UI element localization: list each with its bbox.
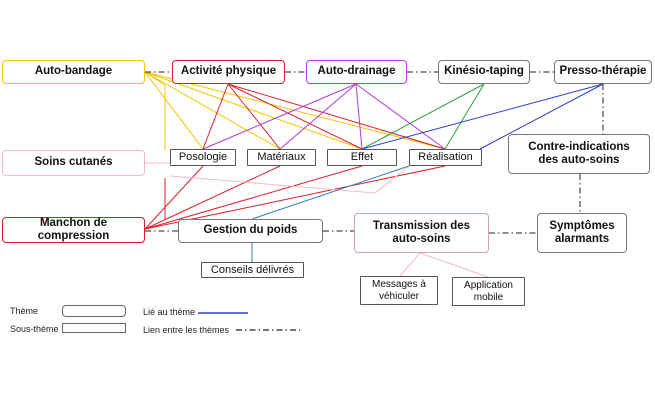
- legend-theme-label: Thème: [10, 306, 39, 316]
- theme-label: Auto-drainage: [317, 65, 396, 78]
- link-manchon-posologie: [144, 165, 204, 230]
- subtheme-materiaux: Matériaux: [247, 149, 316, 166]
- link-soins-realisation: [374, 165, 410, 194]
- link-auto-bandage-posologie: [144, 71, 204, 150]
- link-presso-effet: [361, 83, 604, 150]
- subtheme-messages: Messages à véhiculer: [360, 276, 438, 305]
- link-activite-realisation: [227, 83, 446, 150]
- theme-auto-drainage: Auto-drainage: [306, 60, 407, 84]
- subtheme-application: Application mobile: [452, 277, 525, 306]
- link-activite-effet: [227, 83, 363, 150]
- link-drainage-posologie: [202, 83, 357, 150]
- subtheme-label: Conseils délivrés: [210, 263, 295, 276]
- link-auto-bandage-realisation: [144, 71, 446, 150]
- link-transmission-messages: [399, 252, 421, 277]
- theme-activite-physique: Activité physique: [172, 60, 285, 84]
- legend-theme-box: [62, 305, 126, 317]
- link-presso-realisation: [479, 83, 604, 150]
- theme-label: Manchon de compression: [37, 216, 110, 242]
- subtheme-conseils: Conseils délivrés: [201, 262, 304, 278]
- theme-label: Activité physique: [180, 65, 277, 78]
- subtheme-label: Application mobile: [464, 280, 513, 303]
- link-drainage-materiaux: [279, 83, 357, 150]
- theme-kinesio-taping: Kinésio-taping: [438, 60, 530, 84]
- theme-gestion-poids: Gestion du poids: [178, 219, 323, 243]
- theme-contre-indications: Contre-indications des auto-soins: [508, 134, 650, 174]
- theme-label: Gestion du poids: [203, 224, 298, 237]
- theme-label: Contre-indications des auto-soins: [528, 140, 630, 166]
- theme-label: Transmission des auto-soins: [372, 219, 471, 245]
- subtheme-label: Réalisation: [418, 151, 473, 164]
- link-activite-materiaux: [227, 83, 281, 150]
- legend-subtheme-label: Sous-thème: [10, 324, 59, 334]
- link-kinesio-realisation: [444, 83, 485, 150]
- theme-label: Symptômes alarmants: [549, 219, 615, 245]
- subtheme-label: Matériaux: [257, 151, 306, 164]
- subtheme-realisation: Réalisation: [409, 149, 482, 166]
- legend-subtheme-box: [62, 323, 126, 333]
- theme-symptomes: Symptômes alarmants: [537, 213, 627, 253]
- link-auto-bandage-effet: [144, 71, 363, 150]
- link-layer: [144, 71, 604, 331]
- theme-auto-bandage: Auto-bandage: [2, 60, 145, 84]
- link-kinesio-effet: [361, 83, 485, 150]
- theme-transmission: Transmission des auto-soins: [354, 213, 489, 253]
- subtheme-label: Posologie: [178, 151, 228, 164]
- link-manchon-materiaux: [144, 165, 281, 230]
- theme-label: Auto-bandage: [34, 65, 113, 78]
- subtheme-posologie: Posologie: [170, 149, 236, 166]
- theme-label: Kinésio-taping: [444, 65, 524, 78]
- theme-label: Soins cutanés: [34, 156, 113, 169]
- theme-label: Presso-thérapie: [559, 65, 647, 78]
- link-activite-posologie: [202, 83, 229, 150]
- theme-soins-cutanes: Soins cutanés: [2, 150, 145, 176]
- link-auto-bandage-stub: [144, 71, 166, 86]
- link-manchon-effet: [144, 165, 363, 230]
- link-auto-bandage-materiaux: [144, 71, 281, 150]
- legend-linked-label: Lié au thème: [143, 307, 196, 317]
- legend-between-label: Lien entre les thèmes: [143, 325, 230, 335]
- theme-manchon-compression: Manchon de compression: [2, 217, 145, 243]
- link-poids-realisation: [251, 165, 410, 220]
- theme-presso-therapie: Presso-thérapie: [554, 60, 652, 84]
- link-soins-bottom: [169, 175, 376, 194]
- subtheme-label: Effet: [350, 151, 374, 164]
- link-drainage-realisation: [355, 83, 446, 150]
- subtheme-label: Messages à véhiculer: [372, 279, 426, 302]
- subtheme-effet: Effet: [327, 149, 397, 166]
- link-transmission-application: [419, 252, 489, 278]
- link-drainage-effet: [355, 83, 363, 150]
